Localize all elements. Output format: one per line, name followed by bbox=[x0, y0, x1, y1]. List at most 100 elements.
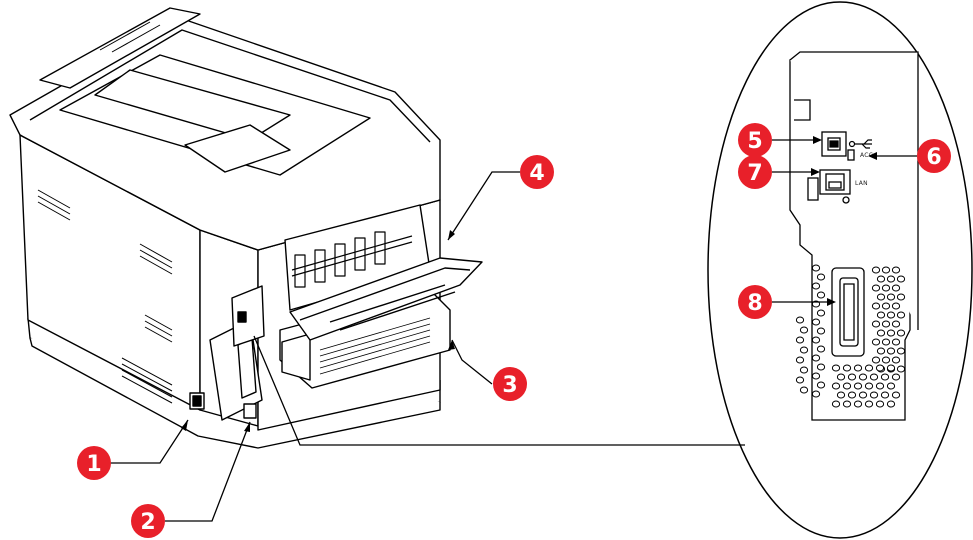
vent-hole bbox=[836, 373, 846, 381]
vent-hole bbox=[795, 376, 805, 384]
vent-hole bbox=[896, 311, 906, 319]
vent-hole bbox=[876, 347, 886, 355]
vent-hole bbox=[816, 327, 826, 335]
vent-hole bbox=[891, 338, 901, 346]
vent-hole bbox=[896, 293, 906, 301]
callout-4-badge bbox=[520, 155, 554, 189]
callout-3: 3 bbox=[493, 367, 527, 401]
interface-panel-detail bbox=[789, 51, 919, 421]
vent-hole bbox=[842, 382, 852, 390]
vent-hole bbox=[881, 338, 891, 346]
vent-hole bbox=[891, 373, 901, 381]
vent-hole bbox=[880, 373, 890, 381]
vent-hole bbox=[858, 391, 868, 399]
callout-6-badge bbox=[917, 139, 951, 173]
vent-hole bbox=[871, 338, 881, 346]
callout-2-badge bbox=[131, 504, 165, 538]
vent-hole bbox=[799, 366, 809, 374]
vent-hole bbox=[886, 382, 896, 390]
callout-3-badge bbox=[493, 367, 527, 401]
vent-hole bbox=[886, 311, 896, 319]
vent-hole bbox=[886, 275, 896, 283]
vent-hole bbox=[881, 320, 891, 328]
vent-hole bbox=[891, 266, 901, 274]
vent-hole bbox=[881, 302, 891, 310]
vent-hole bbox=[847, 391, 857, 399]
vent-hole bbox=[876, 311, 886, 319]
vent-hole bbox=[886, 293, 896, 301]
callout-8-badge bbox=[738, 285, 772, 319]
vent-hole bbox=[891, 356, 901, 364]
vent-hole bbox=[880, 391, 890, 399]
leader-line-1 bbox=[110, 419, 189, 464]
callout-6: 6 bbox=[917, 139, 951, 173]
printer-illustration bbox=[9, 7, 483, 449]
vent-hole bbox=[811, 390, 821, 398]
vent-hole bbox=[896, 275, 906, 283]
vent-hole bbox=[896, 347, 906, 355]
leader-line-2 bbox=[165, 421, 251, 522]
vent-hole bbox=[896, 329, 906, 337]
vent-hole bbox=[875, 400, 885, 408]
vent-hole bbox=[871, 284, 881, 292]
callout-4-number: 4 bbox=[529, 161, 544, 186]
leader-line-3 bbox=[451, 339, 493, 385]
callout-2: 2 bbox=[131, 504, 165, 538]
vent-hole bbox=[891, 391, 901, 399]
vent-hole bbox=[876, 329, 886, 337]
vent-hole bbox=[842, 364, 852, 372]
callout-5-badge bbox=[738, 123, 772, 157]
vent-hole bbox=[853, 364, 863, 372]
vent-hole bbox=[886, 329, 896, 337]
vent-hole bbox=[864, 382, 874, 390]
vent-hole bbox=[816, 345, 826, 353]
vent-hole bbox=[795, 336, 805, 344]
vent-hole bbox=[811, 354, 821, 362]
vent-hole bbox=[881, 284, 891, 292]
vent-hole bbox=[876, 293, 886, 301]
vent-hole bbox=[864, 364, 874, 372]
usb-icon bbox=[848, 139, 872, 149]
vent-hole bbox=[871, 302, 881, 310]
zoom-connector-line bbox=[253, 335, 745, 446]
vent-hole bbox=[799, 346, 809, 354]
vent-hole bbox=[881, 356, 891, 364]
vent-hole bbox=[853, 382, 863, 390]
vent-hole bbox=[799, 326, 809, 334]
callout-2-number: 2 bbox=[140, 510, 155, 535]
vent-hole bbox=[876, 275, 886, 283]
callout-8-number: 8 bbox=[747, 291, 762, 316]
vent-hole bbox=[858, 373, 868, 381]
vent-hole bbox=[816, 381, 826, 389]
vent-hole bbox=[871, 320, 881, 328]
vent-hole bbox=[831, 382, 841, 390]
vent-hole bbox=[811, 336, 821, 344]
arrowheads bbox=[181, 136, 877, 432]
vent-hole bbox=[847, 373, 857, 381]
vent-hole bbox=[795, 356, 805, 364]
callout-7-badge bbox=[738, 155, 772, 189]
vent-hole bbox=[886, 364, 896, 372]
callout-7: 7 bbox=[738, 155, 772, 189]
callout-4: 4 bbox=[520, 155, 554, 189]
callout-6-number: 6 bbox=[926, 145, 941, 170]
lan-port-label: LAN bbox=[855, 180, 868, 187]
vent-hole bbox=[831, 400, 841, 408]
vent-hole bbox=[811, 282, 821, 290]
vent-hole bbox=[891, 320, 901, 328]
vent-hole bbox=[816, 363, 826, 371]
vent-hole bbox=[799, 386, 809, 394]
vent-hole bbox=[869, 391, 879, 399]
vent-hole bbox=[864, 400, 874, 408]
vent-hole bbox=[795, 316, 805, 324]
leader-line-4 bbox=[447, 171, 520, 241]
vent-hole bbox=[811, 372, 821, 380]
vent-hole bbox=[871, 266, 881, 274]
vent-hole bbox=[811, 318, 821, 326]
vent-hole bbox=[886, 347, 896, 355]
callout-1: 1 bbox=[77, 446, 111, 480]
vent-hole bbox=[842, 400, 852, 408]
vent-hole bbox=[891, 284, 901, 292]
vent-hole bbox=[831, 364, 841, 372]
